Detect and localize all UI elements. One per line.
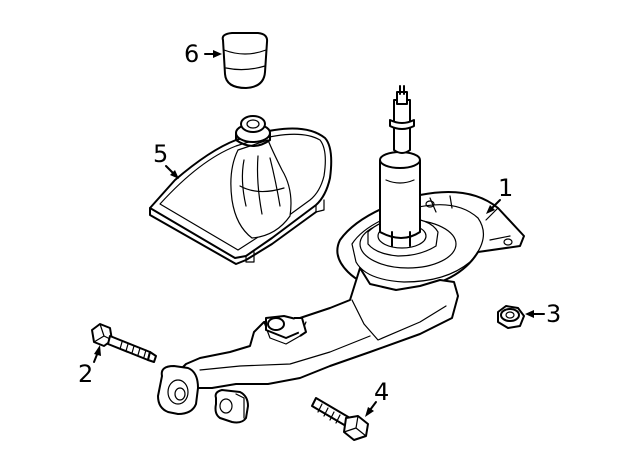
leader-lines xyxy=(93,50,545,417)
callout-4: 4 xyxy=(374,378,390,406)
callout-1: 1 xyxy=(498,174,514,202)
mounting-bracket xyxy=(157,267,459,424)
callout-3: 3 xyxy=(546,300,562,328)
shift-boot xyxy=(149,115,333,265)
shift-knob xyxy=(221,32,269,89)
callout-5: 5 xyxy=(153,140,169,168)
callout-2: 2 xyxy=(78,360,94,388)
shifter-assembly xyxy=(336,85,525,292)
hex-nut xyxy=(497,305,525,329)
bolt-long xyxy=(91,323,157,363)
bolt-short xyxy=(311,397,369,441)
callout-6: 6 xyxy=(184,40,200,68)
